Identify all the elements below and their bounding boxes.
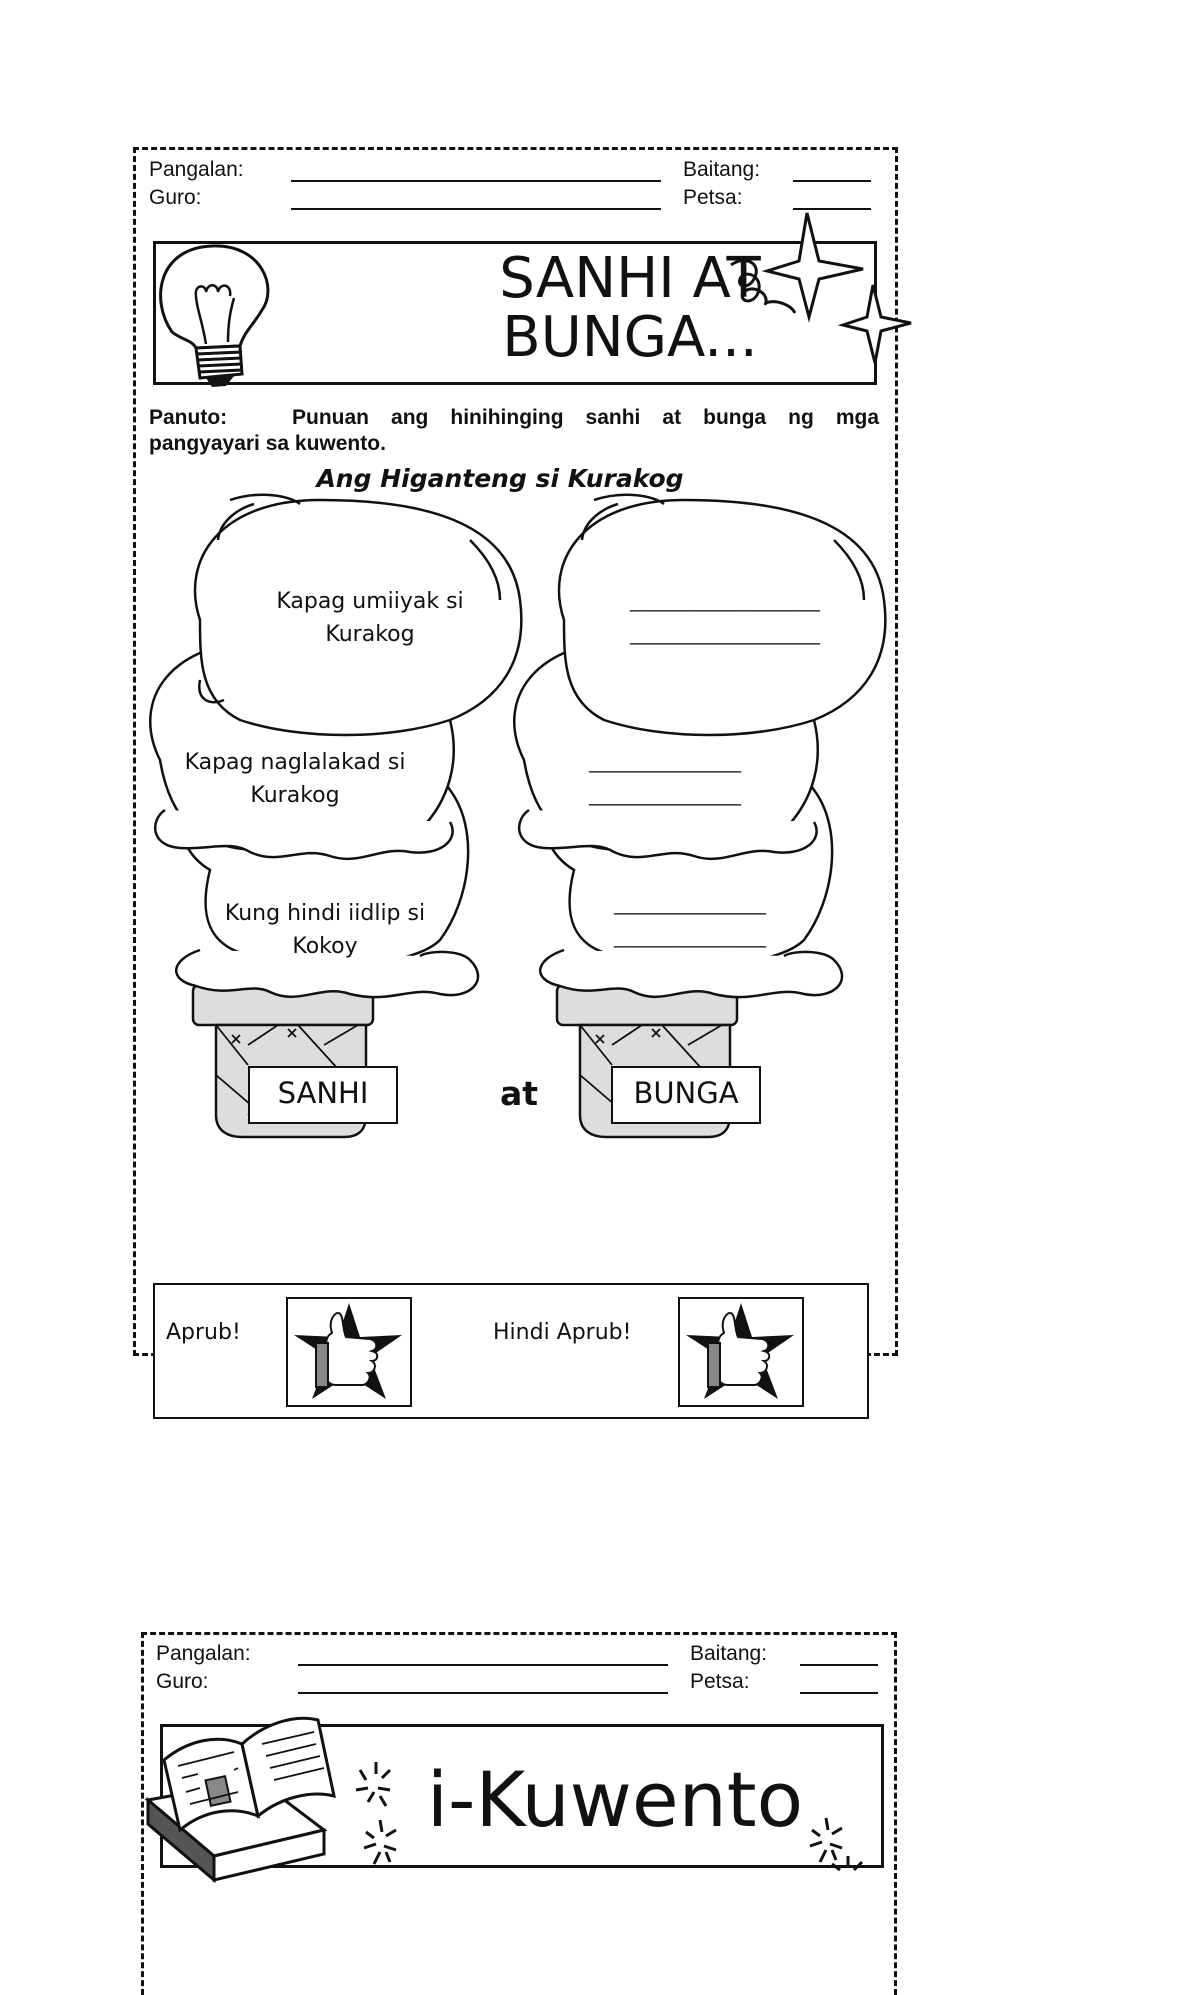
name-label-2: Pangalan: <box>156 1642 251 1665</box>
cause-1-line-1: Kapag umiiyak si <box>276 589 464 614</box>
effect-1-line-1[interactable]: ____________________ <box>630 590 820 612</box>
not-approved-label: Hindi Aprub! <box>493 1320 632 1345</box>
approved-stamp[interactable] <box>286 1297 412 1407</box>
grade-line[interactable] <box>793 180 871 182</box>
effect-1-line-2[interactable]: ____________________ <box>630 623 820 645</box>
lightbulb-icon <box>159 244 270 387</box>
bunga-label: BUNGA <box>611 1066 761 1124</box>
effect-1-blanks[interactable]: ____________________ ___________________… <box>590 585 860 651</box>
worksheet-2 <box>141 1632 897 1995</box>
effect-3-line-1[interactable]: ________________ <box>614 893 766 915</box>
worksheet-title: SANHI AT BUNGA... <box>430 246 830 370</box>
date-label: Petsa: <box>683 186 743 209</box>
sanhi-label: SANHI <box>248 1066 398 1124</box>
instructions-label: Panuto: <box>149 406 228 429</box>
thumbs-up-star-icon <box>294 1303 402 1399</box>
thumbs-up-star-icon <box>686 1303 794 1399</box>
cause-3-line-1: Kung hindi iidlip si <box>224 901 426 926</box>
name-label: Pangalan: <box>149 158 244 181</box>
date-label-2: Petsa: <box>690 1670 750 1693</box>
open-book-icon <box>144 1716 336 1884</box>
cause-3: Kung hindi iidlip si Kokoy <box>195 897 455 963</box>
cause-1: Kapag umiiyak si Kurakog <box>240 585 500 651</box>
grade-label-2: Baitang: <box>690 1642 768 1665</box>
teacher-line-2[interactable] <box>298 1692 668 1694</box>
name-line[interactable] <box>291 180 661 182</box>
sparkle-burst-icon <box>355 1762 864 1872</box>
teacher-line[interactable] <box>291 208 661 210</box>
story-title: Ang Higanteng si Kurakog <box>316 464 684 493</box>
teacher-label-2: Guro: <box>156 1670 209 1693</box>
effect-2-line-2[interactable]: ________________ <box>589 784 741 806</box>
grade-line-2[interactable] <box>800 1664 878 1666</box>
name-line-2[interactable] <box>298 1664 668 1666</box>
effect-2-blanks[interactable]: ________________ ________________ <box>555 746 775 812</box>
instructions: Panuto:Punuan ang hinihinging sanhi at b… <box>149 405 879 457</box>
cause-3-line-2: Kokoy <box>292 934 358 959</box>
effect-2-line-1[interactable]: ________________ <box>589 751 741 773</box>
title-line-1: SANHI AT <box>499 246 761 311</box>
cause-2: Kapag naglalakad si Kurakog <box>170 746 420 812</box>
not-approved-stamp[interactable] <box>678 1297 804 1407</box>
cause-1-line-2: Kurakog <box>325 622 415 647</box>
grade-label: Baitang: <box>683 158 761 181</box>
teacher-label: Guro: <box>149 186 202 209</box>
title-line-2: BUNGA... <box>502 304 758 370</box>
connector-at: at <box>500 1074 539 1113</box>
sparkle-star-icon <box>730 212 912 364</box>
approved-label: Aprub! <box>166 1320 241 1345</box>
instructions-text: Punuan ang hinihinging sanhi at bunga ng… <box>149 406 879 455</box>
worksheet-2-title: i-Kuwento <box>426 1755 804 1844</box>
effect-3-line-2[interactable]: ________________ <box>614 926 766 948</box>
date-line-2[interactable] <box>800 1692 878 1694</box>
cause-2-line-2: Kurakog <box>250 783 340 808</box>
cause-2-line-1: Kapag naglalakad si <box>184 750 406 775</box>
effect-3-blanks[interactable]: ________________ ________________ <box>580 888 800 954</box>
date-line[interactable] <box>793 208 871 210</box>
title-banner <box>153 241 877 385</box>
